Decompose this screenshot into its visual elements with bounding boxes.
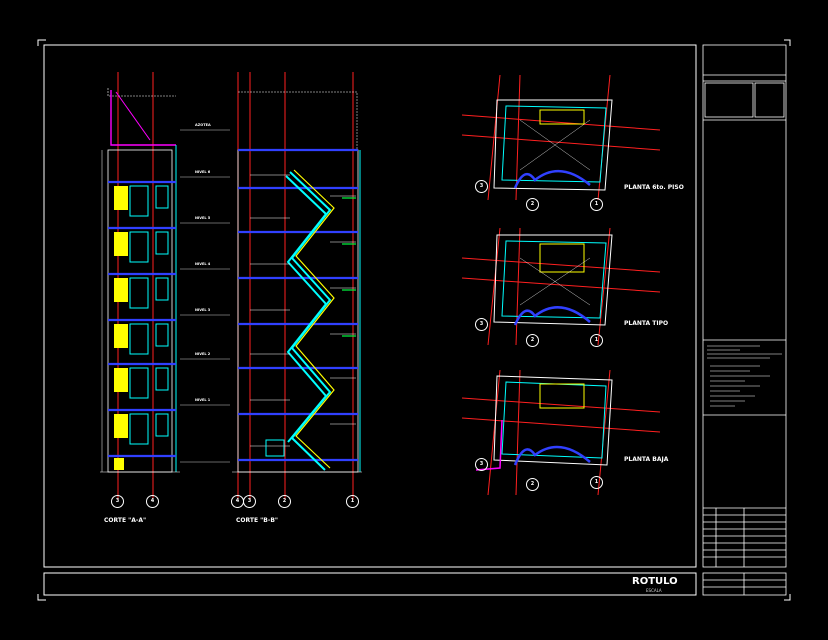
title-block-title: ROTULO (632, 576, 678, 587)
section-a-label: CORTE "A-A" (104, 517, 147, 524)
axis-bubble: 3 (243, 495, 256, 508)
axis-bubble: 2 (526, 334, 539, 347)
axis-bubble: 2 (526, 478, 539, 491)
svg-text:NIVEL 1: NIVEL 1 (195, 398, 211, 402)
title-block-column (702, 44, 787, 596)
axis-bubble: 3 (111, 495, 124, 508)
svg-text:NIVEL 2: NIVEL 2 (195, 352, 211, 356)
plan-ground-drawing (461, 369, 661, 496)
svg-text:AZOTEA: AZOTEA (195, 123, 211, 127)
axis-bubble: 2 (526, 198, 539, 211)
svg-text:NIVEL 5: NIVEL 5 (195, 216, 211, 220)
sheet-corner-marks (37, 39, 791, 601)
plan-6th-drawing (461, 74, 661, 201)
axis-bubble: 3 (475, 318, 488, 331)
axis-bubble: 1 (590, 476, 603, 489)
plan-ground-label: PLANTA BAJA (624, 456, 669, 463)
plan-typ-drawing (461, 227, 661, 346)
section-a-drawing: AZOTEA NIVEL 6 NIVEL 5 NIVEL 4 NIVEL 3 NIVE… (100, 72, 230, 500)
notes-block (707, 345, 782, 407)
title-strip (43, 572, 697, 596)
axis-bubble: 3 (475, 458, 488, 471)
axis-bubble: 2 (278, 495, 291, 508)
axis-bubble: 1 (590, 334, 603, 347)
plan-typ-label: PLANTA TIPO (624, 320, 669, 327)
section-b-drawing (232, 72, 362, 500)
axis-bubble: 4 (146, 495, 159, 508)
title-block-scale: ESCALA (646, 588, 662, 593)
drawing-frame (43, 44, 697, 568)
axis-bubble: 1 (346, 495, 359, 508)
plan-6th-label: PLANTA 6to. PISO (624, 184, 684, 191)
svg-text:NIVEL 4: NIVEL 4 (195, 262, 211, 266)
axis-bubble: 1 (590, 198, 603, 211)
axis-bubble: 3 (475, 180, 488, 193)
section-b-label: CORTE "B-B" (236, 517, 279, 524)
svg-text:NIVEL 3: NIVEL 3 (195, 308, 211, 312)
svg-text:NIVEL 6: NIVEL 6 (195, 170, 211, 174)
